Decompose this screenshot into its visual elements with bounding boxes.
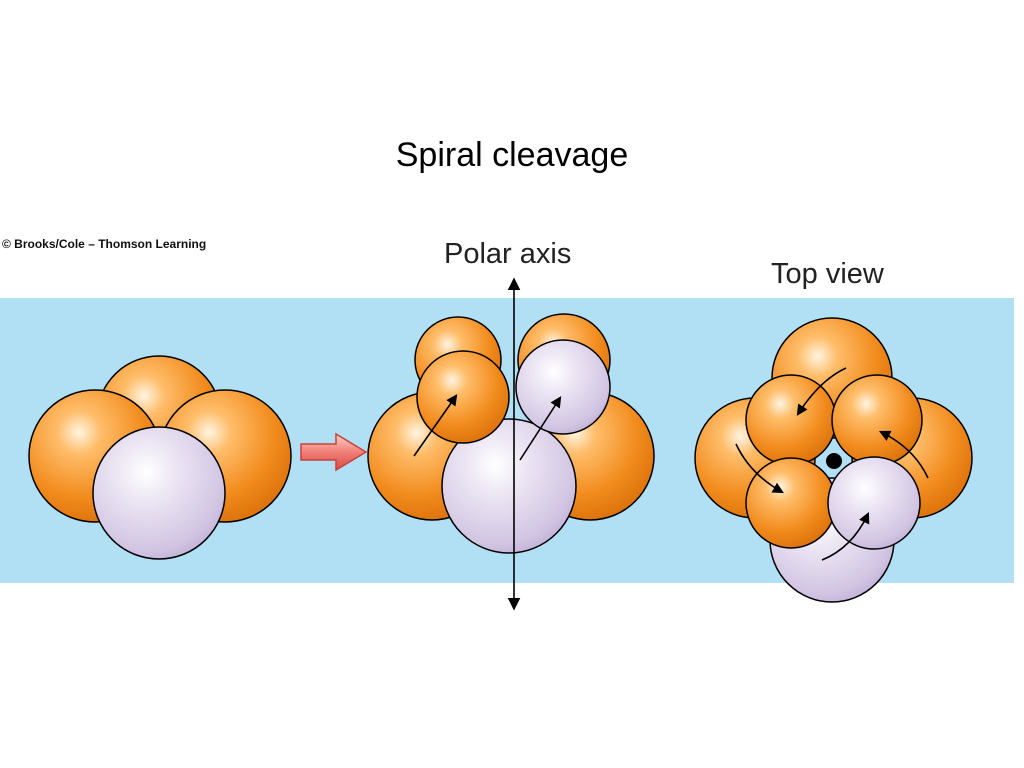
rotation-arrows-side [413,394,562,461]
top-micromere-upper-left [745,374,837,466]
polar-axis-label: Polar axis [444,238,572,270]
page-title: Spiral cleavage [395,136,629,174]
transition-arrow [300,432,368,472]
top-micromere-lower-left [745,457,837,549]
micromere-front-right [515,339,611,435]
four-cell-embryo [28,355,292,560]
top-micromere-lower-right [827,456,921,550]
blastomere-front [92,426,226,560]
micromere-front-left [416,350,510,444]
rotation-arrows-top [735,367,929,561]
copyright-credit: © Brooks/Cole – Thomson Learning [2,237,207,251]
top-view-label: Top view [771,258,884,290]
polar-axis-dot [826,453,842,469]
